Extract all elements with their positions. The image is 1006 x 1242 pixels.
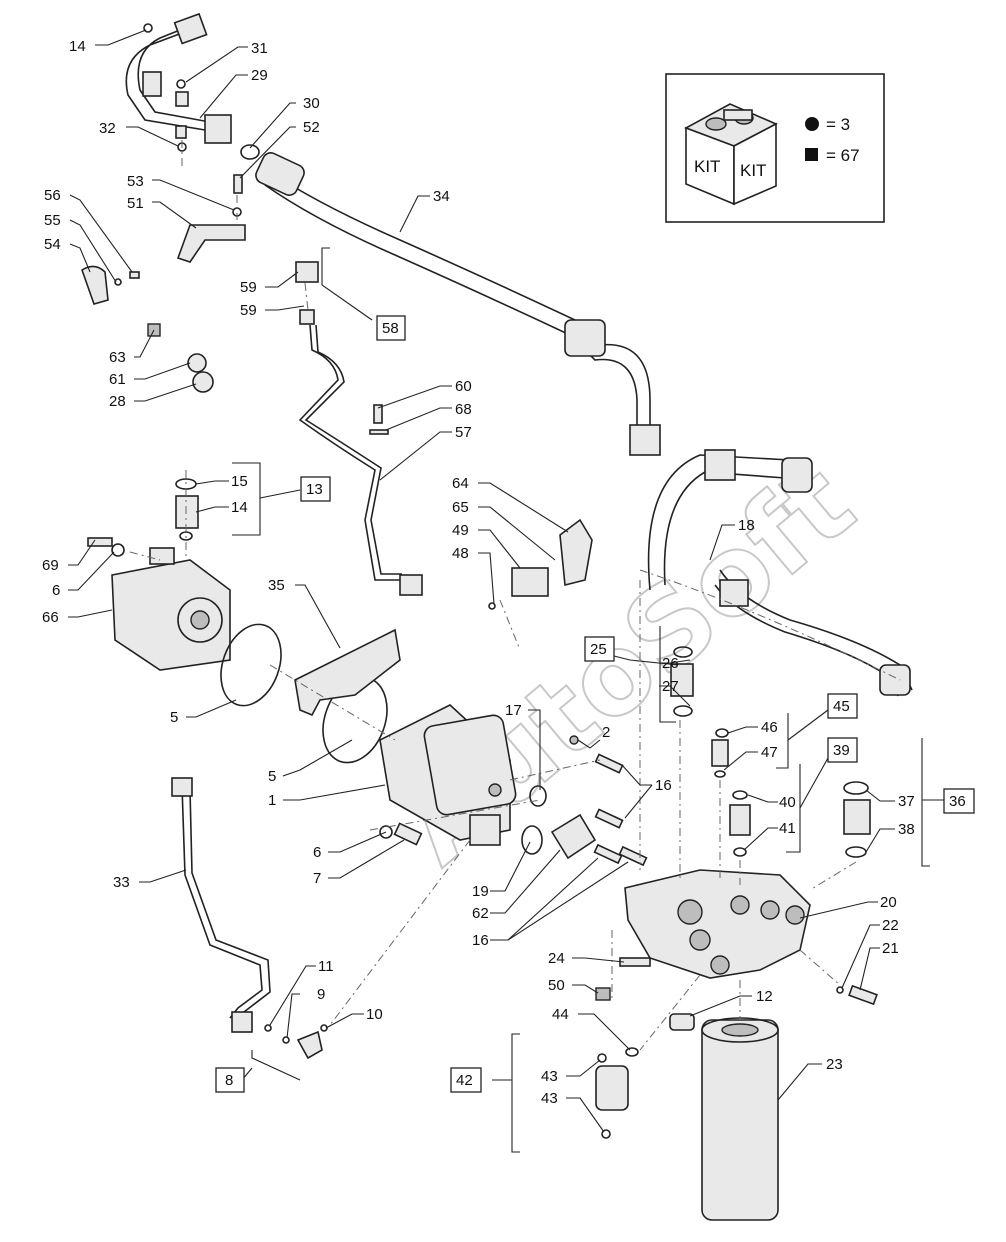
- leader-lines: [68, 29, 944, 1153]
- callout-label: 1: [268, 792, 276, 809]
- callout-label: 43: [541, 1090, 558, 1107]
- square-legend-text: = 67: [826, 146, 860, 165]
- circle-legend-text: = 3: [826, 115, 850, 134]
- callout-label: 5: [268, 768, 276, 785]
- callout-label: 31: [251, 40, 268, 57]
- callout-label: 43: [541, 1068, 558, 1085]
- boxed-callouts: [215, 315, 975, 1093]
- boxed-callout-label: 42: [456, 1072, 473, 1089]
- callout-label: 17: [505, 702, 522, 719]
- callout-label: 53: [127, 173, 144, 190]
- callout-label: 65: [452, 499, 469, 516]
- callout-label: 66: [42, 609, 59, 626]
- parts-drawing: [81, 12, 913, 1221]
- callout-label: 14: [69, 38, 86, 55]
- callout-label: 59: [240, 302, 257, 319]
- callout-label: 26: [662, 655, 679, 672]
- callout-label: 37: [898, 793, 915, 810]
- boxed-callout-label: 39: [833, 742, 850, 759]
- boxed-callout-label: 8: [225, 1072, 233, 1089]
- callout-label: 16: [472, 932, 489, 949]
- callout-label: 12: [756, 988, 773, 1005]
- callout-label: 23: [826, 1056, 843, 1073]
- callout-label: 60: [455, 378, 472, 395]
- callout-label: 19: [472, 883, 489, 900]
- boxed-callout-label: 45: [833, 698, 850, 715]
- callout-label: 22: [882, 917, 899, 934]
- callout-label: 51: [127, 195, 144, 212]
- callout-label: 28: [109, 393, 126, 410]
- boxed-callout-label: 25: [590, 641, 607, 658]
- callout-label: 55: [44, 212, 61, 229]
- callout-label: 57: [455, 424, 472, 441]
- callout-label: 2: [602, 724, 610, 741]
- callout-label: 18: [738, 517, 755, 534]
- callout-label: 32: [99, 120, 116, 137]
- callout-label: 30: [303, 95, 320, 112]
- callout-label: 11: [318, 958, 334, 975]
- callout-label: 20: [880, 894, 897, 911]
- boxed-callout-label: 36: [949, 793, 966, 810]
- circle-legend-icon: [805, 117, 819, 131]
- callout-label: 7: [313, 870, 321, 887]
- boxed-callout-label: 58: [382, 320, 399, 337]
- callout-label: 34: [433, 188, 450, 205]
- kit-legend: KIT KIT = 3 = 67: [665, 73, 885, 223]
- callout-label: 40: [779, 794, 796, 811]
- callout-label: 50: [548, 977, 565, 994]
- callout-label: 5: [170, 709, 178, 726]
- callout-label: 61: [109, 371, 126, 388]
- dashed-centerlines: [129, 140, 901, 1051]
- callout-label: 35: [268, 577, 285, 594]
- callout-label: 38: [898, 821, 915, 838]
- kit-badge-right: KIT: [740, 161, 766, 180]
- callout-label: 44: [552, 1006, 569, 1023]
- callout-label: 54: [44, 236, 61, 253]
- callout-label: 52: [303, 119, 320, 136]
- callout-label: 24: [548, 950, 565, 967]
- callout-label: 46: [761, 719, 778, 736]
- square-legend-icon: [805, 148, 818, 161]
- callout-label: 6: [313, 844, 321, 861]
- callout-label: 68: [455, 401, 472, 418]
- boxed-callout-label: 13: [306, 481, 323, 498]
- callout-label: 14: [231, 499, 248, 516]
- callout-label: 64: [452, 475, 469, 492]
- callout-label: 21: [882, 940, 899, 957]
- kit-badge-left: KIT: [694, 157, 720, 176]
- callout-label: 16: [655, 777, 672, 794]
- callout-label: 48: [452, 545, 469, 562]
- callout-label: 56: [44, 187, 61, 204]
- callout-label: 47: [761, 744, 778, 761]
- callout-label: 69: [42, 557, 59, 574]
- callout-label: 29: [251, 67, 268, 84]
- callout-label: 15: [231, 473, 248, 490]
- callout-label: 6: [52, 582, 60, 599]
- callout-label: 41: [779, 820, 796, 837]
- callout-label: 59: [240, 279, 257, 296]
- callout-label: 9: [317, 986, 325, 1003]
- callout-label: 33: [113, 874, 130, 891]
- callout-label: 49: [452, 522, 469, 539]
- callout-label: 27: [662, 678, 679, 695]
- callout-label: 62: [472, 905, 489, 922]
- callout-label: 63: [109, 349, 126, 366]
- callout-labels: 14 31 29 32 30 52 53 51 56 55 54 34 59 5…: [42, 38, 966, 1107]
- callout-label: 10: [366, 1006, 383, 1023]
